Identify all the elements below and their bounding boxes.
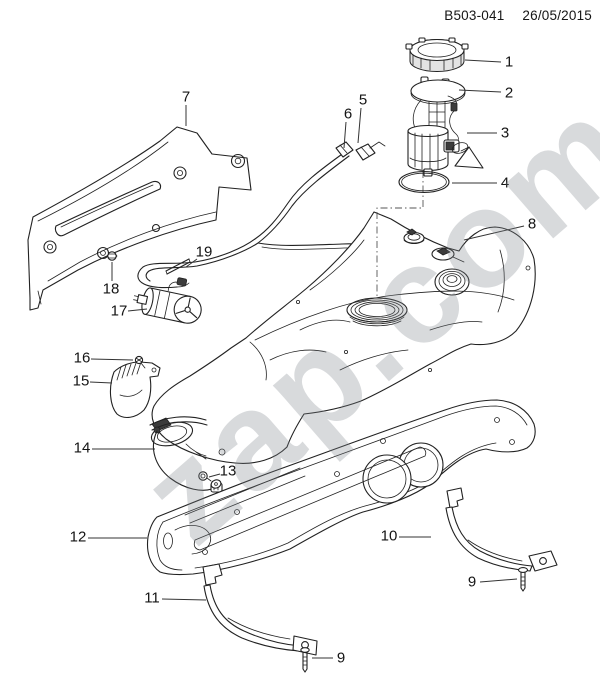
callout-label-shield-nut: 18 (103, 281, 120, 298)
fuel-pump-module (408, 77, 465, 176)
heat-shield (28, 127, 251, 310)
callout-label-filter-cover: 15 (73, 373, 90, 390)
callout-leader-pump-lock-ring (465, 60, 501, 62)
tank-pump-opening (347, 298, 407, 326)
callout-leader-cover-screw (91, 359, 133, 360)
callout-label-wiring-lead: 14 (74, 440, 91, 457)
fuel-line-connector-b (336, 142, 353, 157)
fuel-filter (131, 269, 207, 325)
callout-label-retainer-pin: 19 (196, 244, 213, 261)
filter-cover (110, 362, 160, 417)
callout-label-cover-screw: 16 (74, 350, 91, 367)
tank-cap-2 (432, 248, 464, 262)
callout-leader-filter-cover (90, 382, 112, 383)
drawing-number: B503-041 (444, 8, 505, 23)
fuel-line-connector-a (356, 142, 385, 160)
callout-leader-fuel-pump-module (459, 90, 501, 92)
callout-label-fuel-level-sensor: 3 (501, 125, 509, 142)
pump-lock-ring (406, 38, 468, 71)
callout-label-strap-bolt-right: 9 (468, 574, 476, 591)
callout-label-fuel-pump-module: 2 (505, 85, 513, 102)
fuel-level-sensor (444, 103, 483, 168)
drawing-date: 26/05/2015 (522, 8, 592, 23)
callout-label-tank-strap-left: 11 (144, 590, 160, 607)
bolt-with-clip (199, 472, 222, 490)
callout-leader-fuel-tank (464, 226, 524, 240)
tank-vent-cap (404, 229, 424, 244)
callout-label-tank-strap-right: 10 (381, 528, 398, 545)
strap-bolt-left (301, 648, 309, 672)
tank-strap-left (203, 564, 317, 655)
callout-leader-bolt-with-clip (209, 474, 220, 477)
callout-leader-fuel-filter (128, 309, 147, 311)
callout-label-strap-bolt-left: 9 (337, 650, 345, 667)
callout-label-pump-lock-ring: 1 (505, 54, 513, 71)
callout-label-heat-shield: 7 (182, 89, 190, 106)
callout-leader-fuel-line-connector-a (358, 108, 361, 143)
callout-leader-fuel-line-connector-b (344, 122, 346, 148)
shield-nut (107, 252, 117, 260)
tank-shield-plate (148, 400, 536, 575)
tank-filler-rings (435, 269, 469, 295)
callout-label-fuel-tank: 8 (528, 216, 536, 233)
strap-bolt-right (519, 568, 528, 591)
callout-leader-strap-bolt-right (480, 579, 517, 582)
callout-label-seal-o-ring: 4 (501, 175, 509, 192)
callout-label-fuel-line-connector-b: 6 (344, 106, 352, 123)
seal-o-ring (399, 172, 449, 193)
callout-label-tank-shield-plate: 12 (70, 529, 87, 546)
callout-leader-retainer-pin (186, 259, 197, 267)
callout-leader-tank-strap-left (162, 599, 206, 600)
assembly-centerline (377, 142, 423, 296)
callout-label-fuel-filter: 17 (111, 303, 128, 320)
cover-screw (135, 356, 145, 368)
callout-label-bolt-with-clip: 13 (220, 463, 237, 480)
tank-strap-right (446, 488, 557, 571)
callout-label-fuel-line-connector-a: 5 (359, 92, 367, 109)
fuel-tank (149, 212, 535, 463)
drawing-header: B503-041 26/05/2015 (444, 8, 592, 23)
